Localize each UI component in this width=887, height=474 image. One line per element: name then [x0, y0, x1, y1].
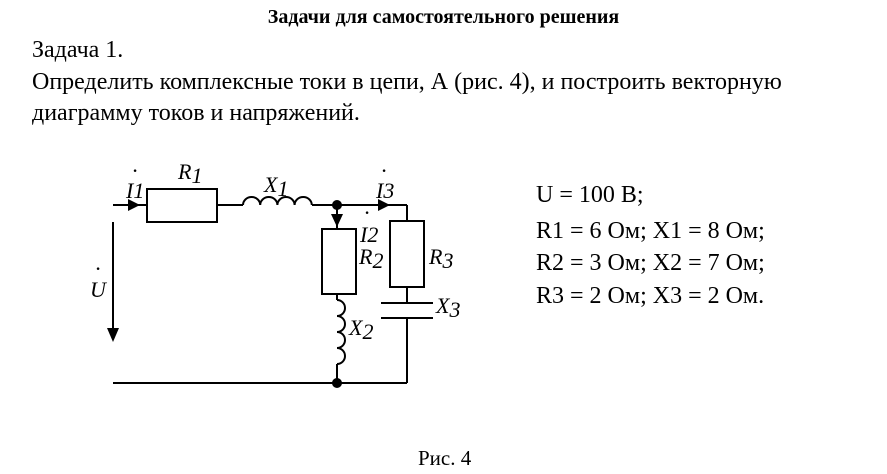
param-branch-2: R2 = 3 Ом; X2 = 7 Ом;	[536, 250, 765, 276]
arrow-i3-icon	[378, 199, 390, 211]
label-i2-sub: 2	[367, 222, 378, 247]
label-x3: X	[435, 293, 451, 318]
label-x1: X	[263, 172, 279, 197]
label-r2-sub: 2	[372, 248, 383, 273]
section-title: Задачи для самостоятельного решения	[267, 6, 620, 28]
label-r1: R	[177, 159, 192, 184]
resistor-r2	[321, 228, 357, 295]
task-text-line-2: диаграмму токов и напряжений.	[32, 100, 360, 126]
inductor-x1	[242, 196, 313, 206]
svg-text:I1: I1	[125, 178, 144, 203]
label-i2: I	[359, 222, 369, 247]
label-u: U	[90, 277, 108, 302]
resistor-r1	[146, 188, 218, 223]
arrow-i1-icon	[128, 199, 140, 211]
param-branch-1: R1 = 6 Ом; X1 = 8 Ом;	[536, 218, 765, 244]
label-r3-sub: 3	[441, 248, 453, 273]
inductor-x2	[336, 299, 346, 365]
svg-text:R1: R1	[177, 159, 202, 188]
svg-text:·: ·	[132, 158, 138, 183]
svg-text:X3: X3	[435, 293, 460, 322]
node-top	[332, 200, 342, 210]
label-x3-sub: 3	[448, 297, 460, 322]
svg-text:X2: X2	[348, 315, 373, 344]
label-i1-sub: 1	[133, 178, 144, 203]
label-r2: R	[358, 244, 373, 269]
label-i1: I	[125, 178, 135, 203]
param-branch-3: R3 = 2 Ом; X3 = 2 Ом.	[536, 283, 765, 309]
svg-text:R3: R3	[428, 244, 453, 273]
resistor-r3	[389, 220, 425, 288]
label-x2: X	[348, 315, 364, 340]
arrow-voltage-icon	[107, 222, 119, 342]
label-r1-sub: 1	[191, 163, 202, 188]
svg-text:·: ·	[95, 256, 101, 281]
svg-text:I2: I2	[359, 222, 378, 247]
node-bottom	[332, 378, 342, 388]
svg-text:·: ·	[381, 158, 387, 183]
svg-text:I3: I3	[375, 178, 394, 203]
label-i3: I	[375, 178, 385, 203]
label-r3: R	[428, 244, 443, 269]
task-text-line-1: Определить комплексные токи в цепи, А (р…	[32, 69, 782, 95]
svg-text:R2: R2	[358, 244, 383, 273]
svg-text:·: ·	[364, 200, 370, 225]
label-x2-sub: 2	[362, 319, 373, 344]
figure-caption: Рис. 4	[418, 446, 472, 470]
task-label: Задача 1.	[32, 37, 124, 63]
param-voltage: U = 100 В;	[536, 182, 644, 208]
label-i3-sub: 3	[382, 178, 394, 203]
capacitor-x3	[381, 302, 433, 319]
arrow-i2-icon	[331, 214, 343, 227]
label-x1-sub: 1	[277, 176, 288, 201]
svg-text:X1: X1	[263, 172, 288, 201]
